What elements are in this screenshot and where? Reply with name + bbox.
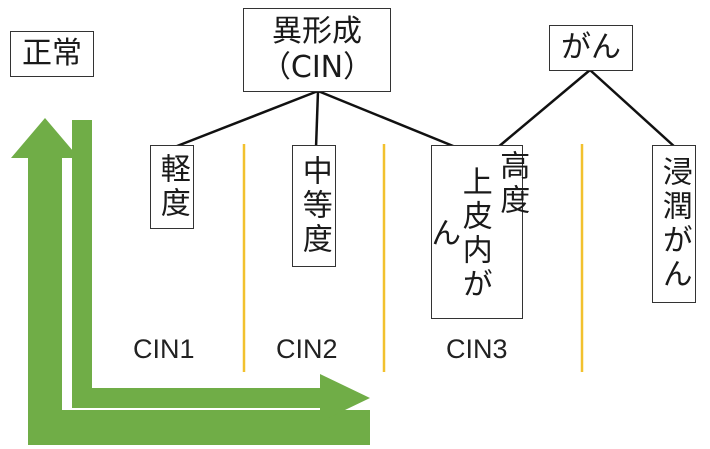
normal-box: 正常 — [10, 31, 94, 77]
cin1-label: CIN1 — [133, 334, 195, 364]
stage-mild-box: 軽度 — [150, 145, 194, 229]
cin2-label: CIN2 — [276, 334, 338, 364]
inner-arrow — [72, 120, 370, 422]
dysplasia-box: 異形成 （CIN） — [243, 8, 391, 92]
stage-moderate-label: 中等度 — [296, 155, 332, 257]
tree-lines — [171, 69, 677, 150]
stage-moderate-box: 中等度 — [292, 145, 336, 267]
cancer-box: がん — [549, 25, 633, 71]
cancer-label: がん — [561, 30, 621, 65]
stage-dividers — [242, 144, 584, 372]
dysplasia-label: 異形成 — [272, 14, 362, 49]
stage-invasive-label: 浸潤がん — [656, 156, 692, 292]
stage-severe-label: 高度 — [494, 150, 530, 218]
progression-arrows — [11, 118, 370, 445]
stage-invasive-box: 浸潤がん — [652, 145, 696, 303]
stage-mild-label: 軽度 — [154, 153, 190, 221]
stage-cis-label: 上皮内がん — [425, 166, 492, 302]
cin3-label: CIN3 — [446, 334, 508, 364]
normal-label: 正常 — [22, 36, 82, 71]
stage-severe-cis-box: 上皮内がん 高度 — [425, 145, 529, 319]
dysplasia-sublabel: （CIN） — [260, 50, 374, 85]
